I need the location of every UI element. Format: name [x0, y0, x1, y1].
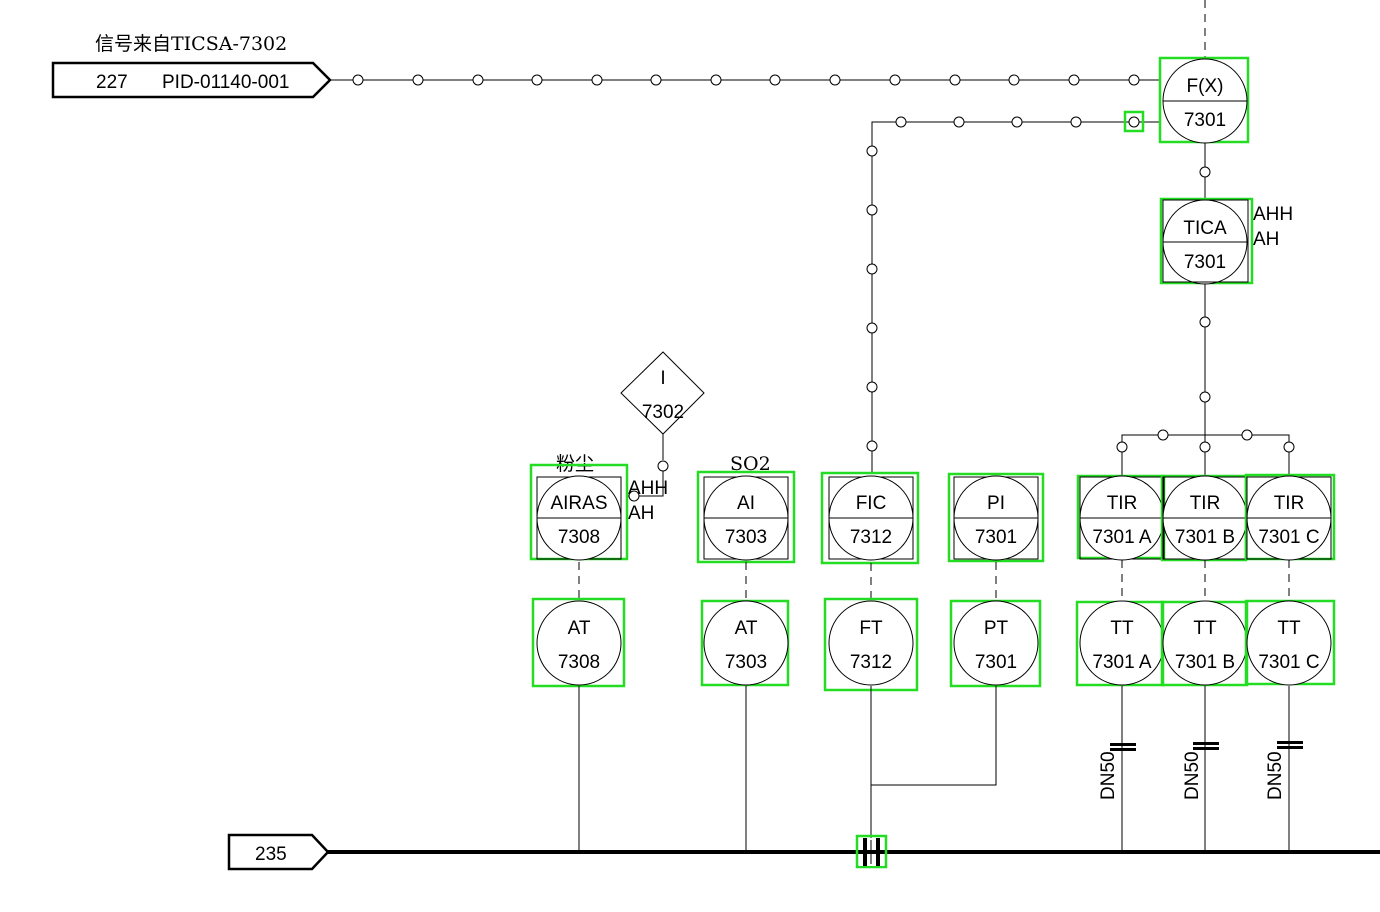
airas-tag: AIRAS	[550, 493, 607, 514]
at-3-tag: AT	[735, 618, 758, 639]
tir-a-tag: TIR	[1107, 493, 1138, 514]
tica-7301-instrument[interactable]: TICA 7301	[1159, 197, 1254, 285]
tica-marker-1	[1199, 316, 1211, 328]
tir-7301c-instrument[interactable]: TIR 7301 C	[1244, 473, 1336, 561]
fx-to-tica-marker	[1199, 166, 1211, 178]
ft-number: 7312	[850, 652, 892, 673]
pt-tag: PT	[984, 618, 1009, 639]
so2-label: SO2	[730, 453, 771, 475]
pi-number: 7301	[975, 527, 1017, 548]
ft-7312-transmitter[interactable]: FT 7312	[823, 597, 919, 692]
pt-7301-transmitter[interactable]: PT 7301	[949, 599, 1042, 688]
fic-number: 7312	[850, 527, 892, 548]
at-3-number: 7303	[725, 652, 767, 673]
tir-7301b-instrument[interactable]: TIR 7301 B	[1160, 474, 1248, 562]
fx-7301-instrument[interactable]: F(X) 7301	[1158, 56, 1250, 144]
tir-c-number: 7301 C	[1258, 527, 1319, 548]
fic-tag: FIC	[856, 493, 887, 514]
tir-distribution-bus	[1121, 434, 1290, 476]
pi-7301-instrument[interactable]: PI 7301	[947, 472, 1045, 563]
offpage-top-number: 227	[96, 72, 128, 93]
tt-b-tag: TT	[1193, 618, 1217, 639]
offpage-connector-top[interactable]: 227 PID-01140-001	[51, 61, 332, 99]
pipe-size-label-b: DN50	[1182, 751, 1203, 800]
pipe-size-label-a: DN50	[1098, 751, 1119, 800]
at-7308-transmitter[interactable]: AT 7308	[531, 597, 626, 688]
airas-alarm-h: AH	[628, 503, 654, 524]
airas-alarm-marker	[628, 490, 640, 502]
fx-to-fic-markers	[866, 116, 1140, 452]
tica-number: 7301	[1184, 252, 1226, 273]
fx-to-fic-signal-line	[871, 121, 1160, 472]
signal-line-top-markers	[352, 74, 1140, 86]
signal-source-label: 信号来自TICSA-7302	[95, 33, 287, 55]
tt-a-number: 7301 A	[1092, 652, 1151, 673]
airas-number: 7308	[558, 527, 600, 548]
fic-7312-instrument[interactable]: FIC 7312	[820, 471, 920, 565]
tica-marker-2	[1199, 391, 1211, 403]
tica-tag: TICA	[1183, 218, 1227, 239]
airas-7308-instrument[interactable]: AIRAS 7308	[529, 463, 629, 561]
tt-c-number: 7301 C	[1258, 652, 1319, 673]
tica-alarm-hh: AHH	[1253, 204, 1293, 225]
ai-number: 7303	[725, 527, 767, 548]
ai-tag: AI	[737, 493, 755, 514]
offpage-connector-bottom[interactable]: 235	[227, 833, 330, 871]
thermowell-flanges	[1110, 741, 1303, 751]
tt-7301b-transmitter[interactable]: TT 7301 B	[1160, 600, 1249, 687]
at-8-number: 7308	[558, 652, 600, 673]
tt-b-number: 7301 B	[1175, 652, 1235, 673]
tir-c-tag: TIR	[1274, 493, 1305, 514]
tir-a-number: 7301 A	[1092, 527, 1151, 548]
fx-number: 7301	[1184, 110, 1226, 131]
at-8-tag: AT	[568, 618, 591, 639]
interlock-link-marker	[657, 460, 669, 472]
at-7303-transmitter[interactable]: AT 7303	[700, 599, 790, 687]
interlock-7302[interactable]: I 7302	[620, 351, 705, 435]
fx-output-node-highlight[interactable]	[1123, 110, 1145, 133]
flow-orifice-element[interactable]	[855, 834, 888, 869]
tt-7301a-transmitter[interactable]: TT 7301 A	[1075, 600, 1165, 687]
interlock-number: 7302	[642, 402, 684, 423]
pi-tag: PI	[987, 493, 1005, 514]
ai-7303-instrument[interactable]: AI 7303	[696, 470, 796, 564]
tt-a-tag: TT	[1110, 618, 1134, 639]
tir-b-number: 7301 B	[1175, 527, 1235, 548]
tica-alarm-h: AH	[1253, 229, 1279, 250]
tir-bus-markers	[1116, 429, 1295, 453]
offpage-top-ref: PID-01140-001	[162, 72, 289, 93]
ft-tag: FT	[859, 618, 883, 639]
offpage-bottom-number: 235	[255, 844, 287, 865]
tir-7301a-instrument[interactable]: TIR 7301 A	[1076, 474, 1166, 561]
pt-number: 7301	[975, 652, 1017, 673]
tir-b-tag: TIR	[1190, 493, 1221, 514]
fx-tag: F(X)	[1187, 76, 1224, 97]
tt-7301c-transmitter[interactable]: TT 7301 C	[1244, 599, 1336, 686]
airas-alarm-hh: AHH	[628, 478, 668, 499]
interlock-to-airas-line	[628, 471, 664, 497]
process-connection-lines	[578, 686, 1290, 852]
tt-c-tag: TT	[1277, 618, 1301, 639]
pipe-size-label-c: DN50	[1265, 751, 1286, 800]
transmitter-signal-links	[578, 560, 1290, 601]
interlock-tag: I	[660, 368, 665, 389]
